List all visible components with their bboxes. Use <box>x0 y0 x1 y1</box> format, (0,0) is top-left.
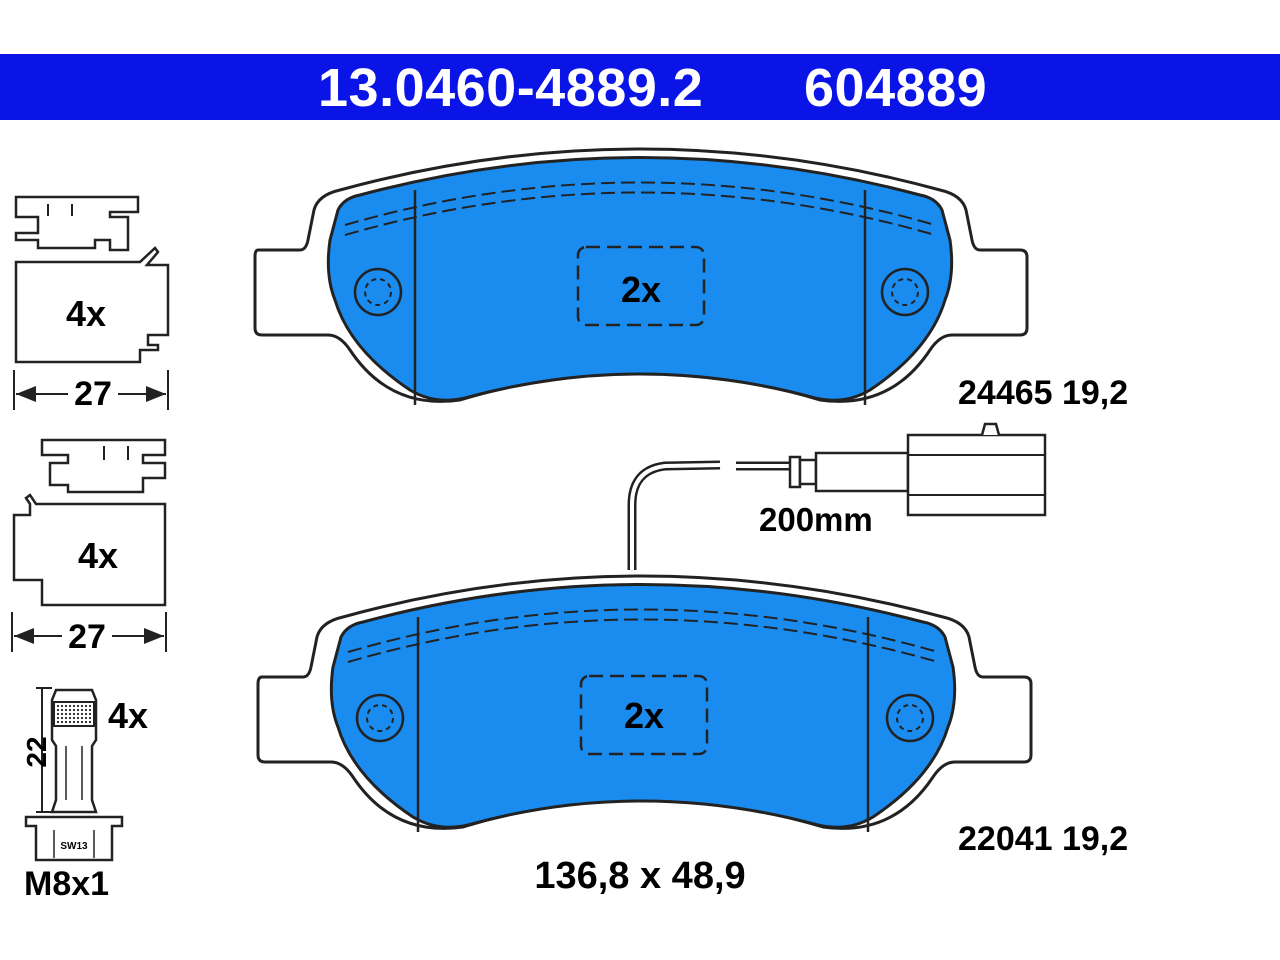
sensor-length: 200mm <box>759 501 873 538</box>
lower-friction-material <box>329 583 957 829</box>
upper-friction-material <box>326 156 954 402</box>
bolt-thread-size: M8x1 <box>24 865 109 903</box>
pad-dimensions: 136,8 x 48,9 <box>534 855 745 897</box>
bolt-quantity: 4x <box>108 695 148 736</box>
title-banner <box>0 54 1280 120</box>
top-clip-width: 27 <box>74 375 112 413</box>
upper-right-rivet-icon <box>880 267 930 317</box>
upper-left-rivet-icon <box>353 267 403 317</box>
lower-quantity-box <box>579 674 709 756</box>
upper-pad-wva: 24465 19,2 <box>958 374 1128 412</box>
bolt-thread-icon <box>53 701 95 727</box>
upper-pad-quantity: 2x <box>621 269 661 310</box>
lower-left-rivet-icon <box>355 693 405 743</box>
lower-pad-quantity: 2x <box>624 695 664 736</box>
part-number: 13.0460-4889.2 <box>318 58 704 118</box>
top-clip: 4x 27 <box>13 195 170 413</box>
lower-right-rivet-icon <box>885 693 935 743</box>
bolt-head <box>24 815 124 862</box>
top-clip-body <box>14 246 170 364</box>
upper-brake-pad: 2x <box>253 147 1029 405</box>
lower-brake-pad: 2x <box>256 574 1033 832</box>
top-clip-shape <box>14 195 140 252</box>
bottom-clip-body <box>12 493 167 607</box>
bottom-clip: 4x 27 <box>11 438 167 656</box>
wear-sensor: 200mm <box>627 422 1047 570</box>
lower-pad-wva: 22041 19,2 <box>958 820 1128 858</box>
bolt-length: 22 <box>21 736 52 767</box>
sensor-connector <box>906 433 1047 517</box>
top-clip-quantity: 4x <box>66 293 106 334</box>
bottom-clip-shape <box>40 438 167 494</box>
reference-number: 604889 <box>804 58 988 118</box>
bottom-clip-width: 27 <box>68 618 106 656</box>
bolt-wrench-size: SW13 <box>60 841 88 852</box>
caliper-bolt: SW13 22 4x M8x1 <box>21 687 148 903</box>
upper-quantity-box <box>576 245 706 327</box>
bottom-clip-quantity: 4x <box>78 535 118 576</box>
